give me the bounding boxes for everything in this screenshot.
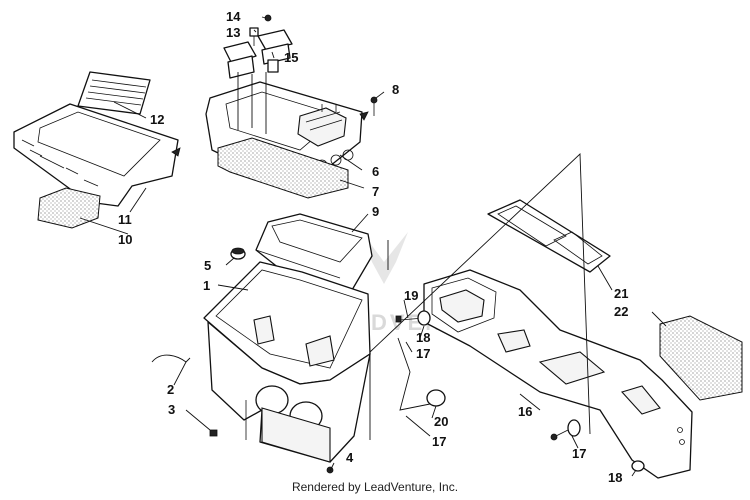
callout-18a: 18 [416, 330, 430, 345]
callout-6: 6 [372, 164, 379, 179]
callout-9: 9 [372, 204, 379, 219]
callout-1: 1 [203, 278, 210, 293]
callout-16: 16 [518, 404, 532, 419]
callout-19: 19 [404, 288, 418, 303]
callout-17c: 17 [572, 446, 586, 461]
part-8-screw [370, 96, 378, 116]
part-12-plate [77, 71, 151, 115]
part-13-screw [249, 27, 259, 46]
callout-15: 15 [284, 50, 298, 65]
part-20-grommet [426, 389, 446, 407]
callout-22: 22 [614, 304, 628, 319]
part-3-clip [209, 429, 218, 437]
part-5-knob [230, 247, 246, 260]
part-17-rod [397, 337, 431, 411]
part-1-box [203, 261, 371, 463]
callout-3: 3 [168, 402, 175, 417]
part-18-grommet-a [417, 310, 431, 326]
callout-14: 14 [226, 9, 241, 24]
leader-lines [79, 16, 667, 477]
callout-7: 7 [372, 184, 379, 199]
section-lines [369, 152, 591, 440]
callout-10: 10 [118, 232, 132, 247]
footer-credit: Rendered by LeadVenture, Inc. [291, 480, 459, 494]
part-16-console [423, 269, 693, 479]
part-7-foam [217, 137, 349, 199]
part-17-screw-b [550, 419, 581, 441]
callout-17a: 17 [416, 346, 430, 361]
part-15-connectors [223, 29, 293, 79]
part-2-cable [151, 354, 191, 363]
callout-12: 12 [150, 112, 164, 127]
callout-18b: 18 [608, 470, 622, 485]
callout-20: 20 [434, 414, 448, 429]
callout-21: 21 [614, 286, 628, 301]
callout-8: 8 [392, 82, 399, 97]
part-10-foam [37, 187, 101, 229]
part-9-lid [255, 213, 373, 303]
part-21-frame [487, 199, 611, 273]
callout-11: 11 [118, 212, 132, 227]
callout-5: 5 [204, 258, 211, 273]
part-11-panel [13, 103, 181, 207]
part-22-foam [659, 315, 743, 401]
callout-4: 4 [346, 450, 354, 465]
callout-13: 13 [226, 25, 240, 40]
callout-2: 2 [167, 382, 174, 397]
part-18-grommet-b [631, 460, 645, 472]
callout-17b: 17 [432, 434, 446, 449]
